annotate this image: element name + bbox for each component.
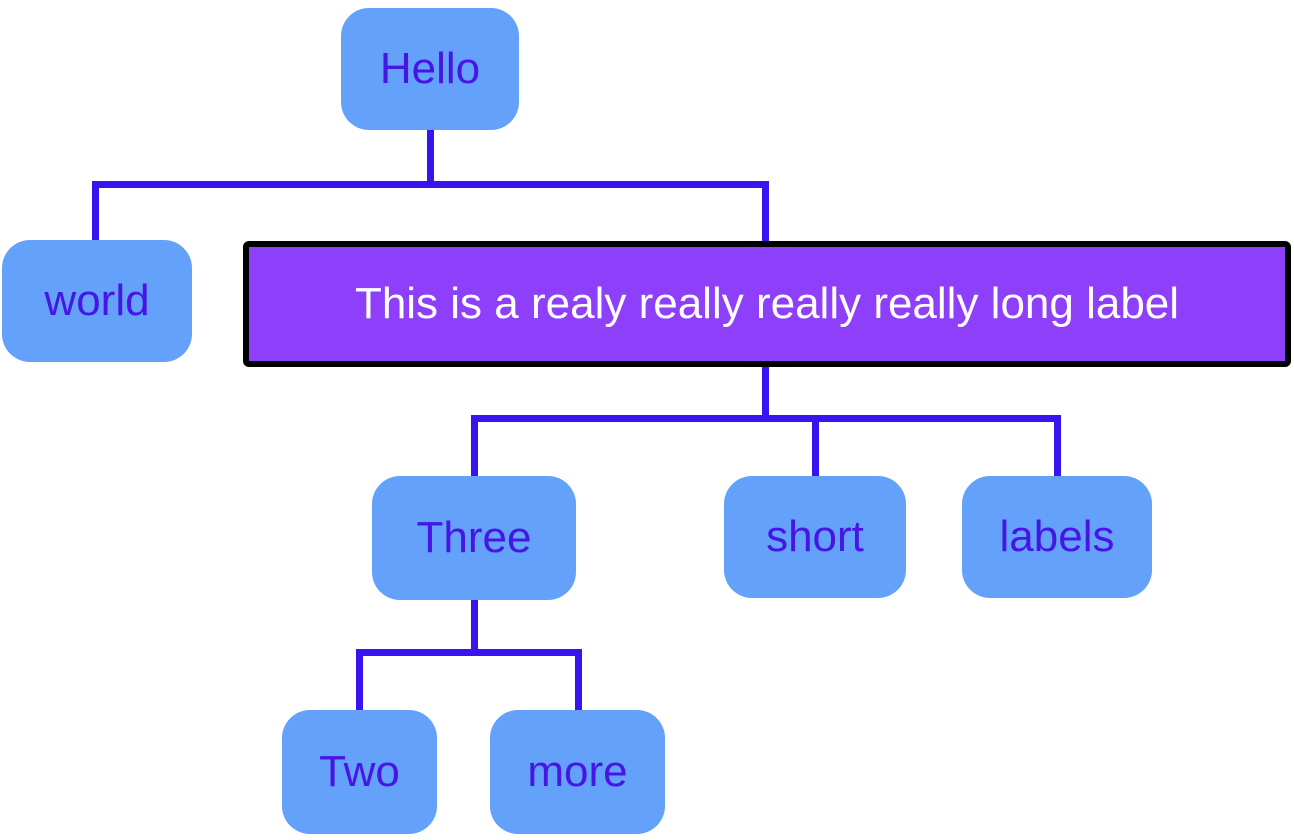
tree-node-long-label-highlighted[interactable]: This is a realy really really really lon… [243,241,1291,367]
tree-node-world[interactable]: world [2,240,192,362]
edge-two-up [356,649,363,712]
tree-node-label: short [766,512,864,561]
edge-three-up [471,415,478,478]
edge-short-up [812,415,819,478]
edge-long-up [762,181,769,243]
edge-level2-horizontal [471,415,1061,422]
edge-long-down [762,365,769,420]
tree-node-hello[interactable]: Hello [341,8,519,130]
tree-node-label: Hello [379,44,481,93]
tree-node-label: labels [999,512,1115,561]
edge-hello-down [427,126,434,188]
edge-more-up [575,649,582,712]
tree-node-three[interactable]: Three [372,476,576,600]
tree-node-label: Two [319,747,400,796]
edge-level1-horizontal [92,181,769,188]
edge-world-up [92,181,99,242]
edge-three-down [471,598,478,654]
tree-node-label: world [44,276,150,325]
tree-node-labels[interactable]: labels [962,476,1152,598]
edge-labels-up [1054,415,1061,478]
tree-node-more[interactable]: more [490,710,665,834]
tree-node-two[interactable]: Two [282,710,437,834]
tree-node-label: Three [416,513,532,562]
tree-node-label: This is a realy really really really lon… [354,279,1180,328]
tree-node-short[interactable]: short [724,476,906,598]
edge-level3-horizontal [356,649,582,656]
tree-node-label: more [527,747,628,796]
